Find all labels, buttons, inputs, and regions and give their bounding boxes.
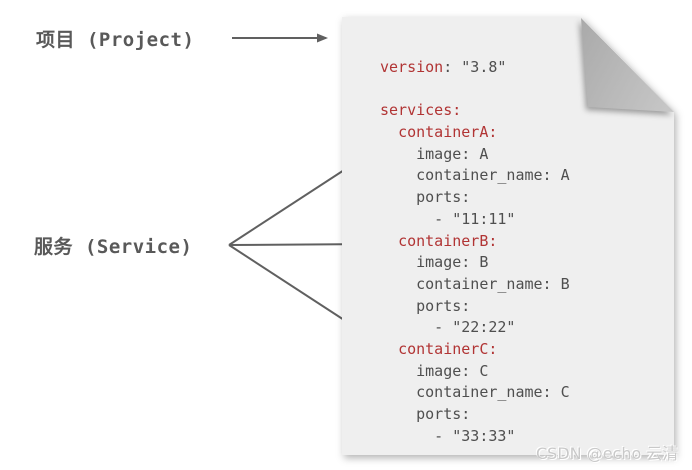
code-line (380, 79, 570, 101)
code-line: image: A (380, 144, 489, 163)
code-line: containerC: (398, 339, 498, 358)
watermark: CSDN @echo 云清 (536, 444, 679, 463)
code-line: - "22:22" (380, 318, 516, 337)
code-line: container_name: C (380, 383, 570, 402)
project-label: 项目 (Project) (36, 29, 195, 51)
code-line: ports: (380, 296, 471, 315)
code-line: services: (380, 101, 462, 120)
yaml-code: version: "3.8" services: containerA: ima… (380, 57, 570, 447)
code-line: ports: (380, 188, 471, 207)
code-line: ports: (380, 405, 471, 423)
code-line: version: "3.8" (380, 58, 507, 76)
service-label: 服务 (Service) (34, 236, 193, 258)
code-line: - "33:33" (380, 426, 516, 445)
code-line: containerA: (398, 123, 498, 142)
code-line: container_name: B (380, 274, 570, 293)
code-line: containerB: (398, 231, 498, 250)
code-line: container_name: A (380, 166, 570, 185)
code-line: - "11:11" (380, 209, 516, 228)
code-line: image: C (380, 361, 489, 380)
compose-file-document: version: "3.8" services: containerA: ima… (342, 17, 674, 455)
document-page: version: "3.8" services: containerA: ima… (342, 17, 674, 455)
code-line: image: B (380, 253, 489, 272)
